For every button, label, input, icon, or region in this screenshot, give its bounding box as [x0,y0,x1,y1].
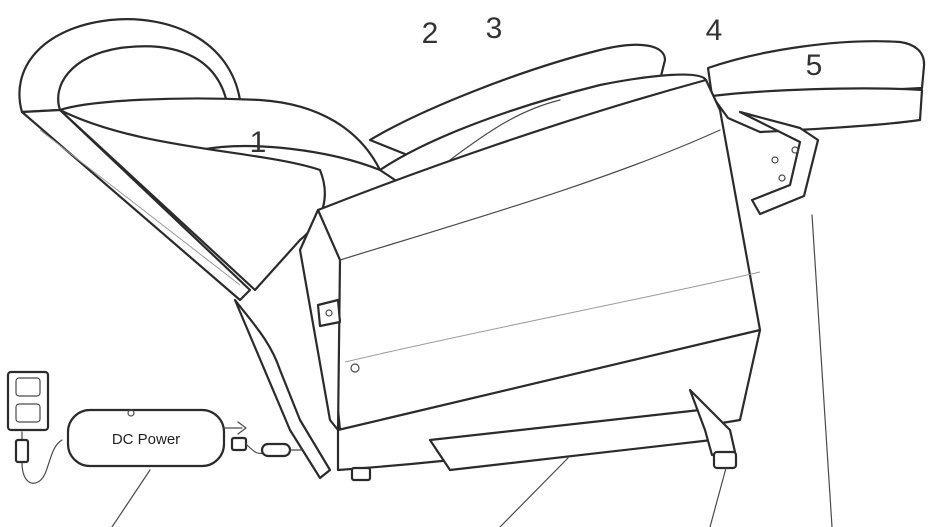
callout-numbers: 1 2 3 4 5 [250,12,823,159]
callout-5: 5 [806,49,823,82]
dc-power-label: DC Power [112,431,180,448]
callout-1: 1 [250,126,267,159]
back-headrest [18,18,382,302]
dc-cable [224,421,303,458]
leader-lines [111,214,833,527]
callout-2: 2 [422,17,439,50]
callout-3: 3 [486,12,503,45]
dc-power-box: DC Power [66,408,226,468]
lift-base [233,298,762,482]
footrest [706,40,926,216]
power-outlet [6,370,63,484]
callout-4: 4 [706,14,723,47]
arm-side-panel [298,78,762,432]
